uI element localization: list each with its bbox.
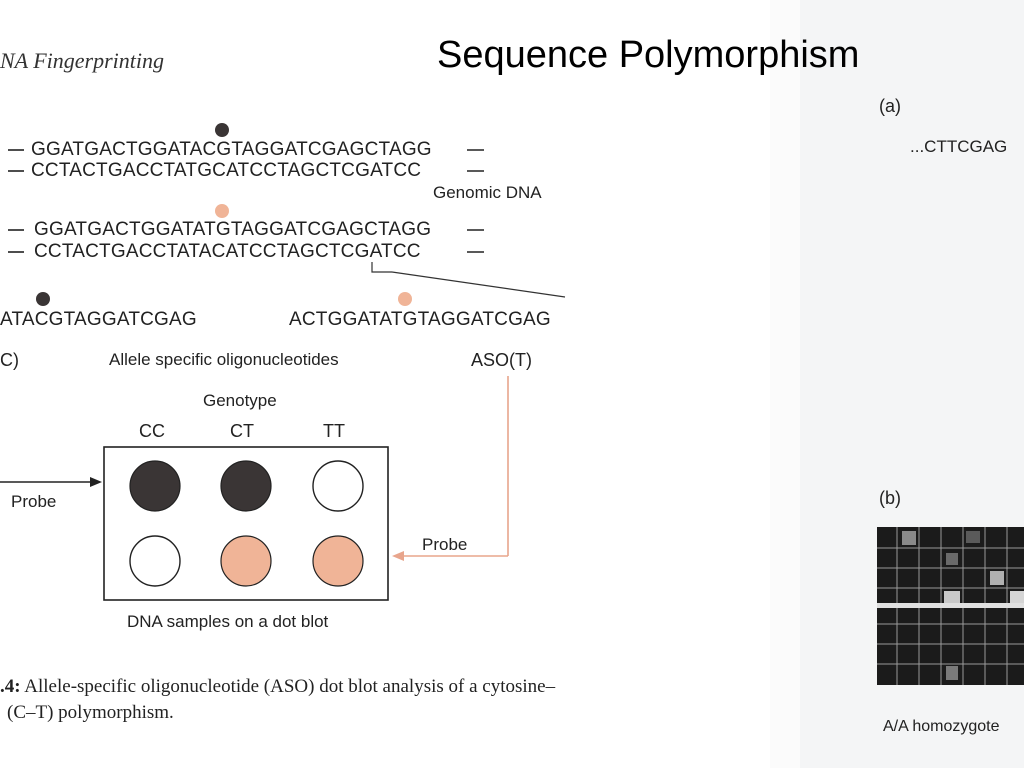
panel-b-label: (b) xyxy=(879,488,901,508)
aso-t-marker xyxy=(398,292,412,306)
dot-ct-aso-t xyxy=(220,535,272,587)
c-allele-marker xyxy=(215,123,229,137)
aso-c-label: C) xyxy=(0,350,19,370)
probe-right-label: Probe xyxy=(422,535,468,554)
aso-bracket-lines xyxy=(371,262,566,298)
slide-title: Sequence Polymorphism xyxy=(437,34,860,76)
figure-caption-text: Allele-specific oligonucleotide (ASO) do… xyxy=(24,676,556,697)
dot-blot-membrane xyxy=(103,446,389,601)
figure-caption-line1: .4: Allele-specific oligonucleotide (ASO… xyxy=(0,676,555,698)
genotype-tt: TT xyxy=(323,421,345,441)
genomic-dna-label: Genomic DNA xyxy=(433,183,542,202)
dot-tt-aso-c xyxy=(312,460,364,512)
panel-b-caption: A/A homozygote xyxy=(883,718,1000,735)
panel-a-sequence: ...CTTCGAG xyxy=(910,137,1008,156)
probe-right-arrowhead xyxy=(392,551,404,561)
dot-tt-aso-t xyxy=(312,535,364,587)
panel-b-array-image xyxy=(877,527,1024,685)
aso-t-sequence: ACTGGATATGTAGGATCGAG xyxy=(289,309,551,330)
dot-ct-aso-c xyxy=(220,460,272,512)
genotype-ct: CT xyxy=(230,421,254,441)
aso-c-marker xyxy=(36,292,50,306)
panel-a-label: (a) xyxy=(879,96,901,116)
aso-t-label: ASO(T) xyxy=(471,350,532,370)
genotype-cc: CC xyxy=(139,421,165,441)
dot-cc-aso-c xyxy=(129,460,181,512)
figure-caption-line2: (C–T) polymorphism. xyxy=(7,702,174,723)
allele-c-bottom-strand: CCTACTGACCTATGCATCCTAGCTCGATCC xyxy=(31,160,422,181)
genotype-label: Genotype xyxy=(203,391,277,410)
probe-left-label: Probe xyxy=(11,492,57,511)
aso-c-sequence: ATACGTAGGATCGAG xyxy=(0,309,197,330)
book-running-header: NA Fingerprinting xyxy=(0,48,164,73)
allele-c-top-strand: GGATGACTGGATACGTAGGATCGAGCTAGG xyxy=(31,139,432,160)
aso-label: Allele specific oligonucleotides xyxy=(109,350,339,369)
page-gutter xyxy=(770,0,800,768)
allele-t-top-strand: GGATGACTGGATATGTAGGATCGAGCTAGG xyxy=(34,219,432,240)
dot-blot-label: DNA samples on a dot blot xyxy=(127,612,329,631)
dot-cc-aso-t xyxy=(129,535,181,587)
probe-right-arrow xyxy=(402,376,509,557)
t-allele-marker xyxy=(215,204,229,218)
figure-caption-number: .4: xyxy=(0,676,21,697)
allele-t-bottom-strand: CCTACTGACCTATACATCCTAGCTCGATCC xyxy=(34,241,421,262)
strand-dashes xyxy=(8,149,484,253)
probe-left-arrowhead xyxy=(90,477,102,487)
